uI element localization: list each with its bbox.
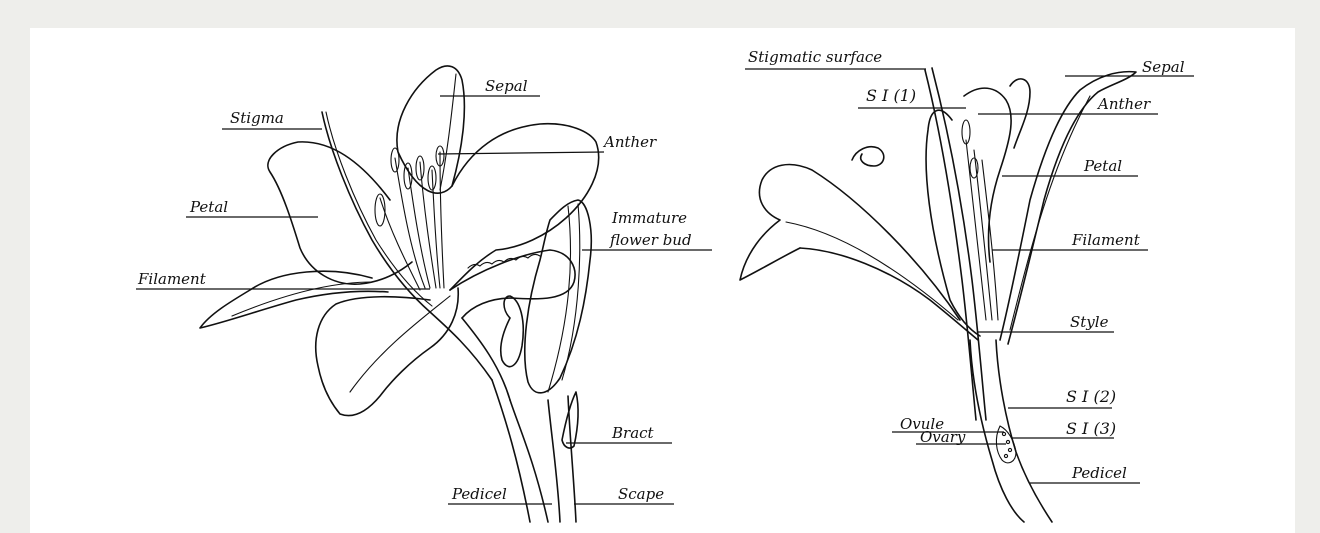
left-receptacle	[430, 312, 510, 400]
label-left-stigma: Stigma	[230, 109, 284, 127]
label-right-ovary: Ovary	[920, 428, 966, 446]
label-left-sepal: Sepal	[485, 77, 528, 95]
left-style-inner	[326, 112, 432, 306]
label-left-pedicel: Pedicel	[451, 485, 507, 503]
left-front-petal	[450, 250, 575, 318]
label-left-scape: Scape	[618, 485, 664, 503]
figure-canvas: Sepal Stigma Anther Petal Immature flowe…	[30, 28, 1295, 533]
leader-left-anther	[438, 152, 604, 154]
left-drooping-sepal	[200, 271, 388, 328]
label-left-immature: Immature	[611, 209, 687, 227]
right-sepal-rib	[1010, 96, 1090, 330]
label-right-style: Style	[1070, 313, 1109, 331]
left-side-bud	[501, 296, 524, 367]
label-right-petal: Petal	[1083, 157, 1122, 175]
lily-anatomy-figure: Sepal Stigma Anther Petal Immature flowe…	[30, 28, 1295, 533]
right-petal-curl	[852, 147, 884, 166]
right-stamens	[962, 120, 998, 320]
left-sepal-midrib	[440, 74, 456, 190]
label-left-petal: Petal	[189, 198, 228, 216]
right-left-petal-rib	[786, 222, 958, 320]
right-flower-drawing	[740, 68, 1136, 522]
label-right-filament: Filament	[1071, 231, 1141, 249]
right-center-petal	[926, 110, 980, 336]
label-right-si3: S I (3)	[1066, 419, 1116, 438]
left-anthers	[375, 146, 444, 226]
left-petal-wavy-edge	[468, 254, 540, 268]
left-petal-shape	[268, 142, 412, 284]
left-flower-drawing	[200, 66, 599, 522]
right-ovary-body	[970, 340, 1024, 522]
right-labels: Stigmatic surface Sepal S I (1) Anther P…	[748, 48, 1185, 482]
label-left-bract: Bract	[611, 424, 655, 442]
label-right-anther: Anther	[1096, 95, 1151, 113]
label-left-filament: Filament	[137, 270, 207, 288]
label-right-stigmatic: Stigmatic surface	[748, 48, 882, 66]
left-bud-rib1	[548, 206, 571, 392]
label-left-anther: Anther	[602, 133, 657, 151]
label-right-sepal: Sepal	[1142, 58, 1185, 76]
label-right-pedicel: Pedicel	[1071, 464, 1127, 482]
label-right-si1: S I (1)	[866, 86, 916, 105]
label-left-flower-bud: flower bud	[609, 231, 692, 249]
label-right-si2: S I (2)	[1066, 387, 1116, 406]
right-left-petal-inner	[800, 248, 978, 340]
left-scape-stalk-b	[568, 396, 576, 522]
